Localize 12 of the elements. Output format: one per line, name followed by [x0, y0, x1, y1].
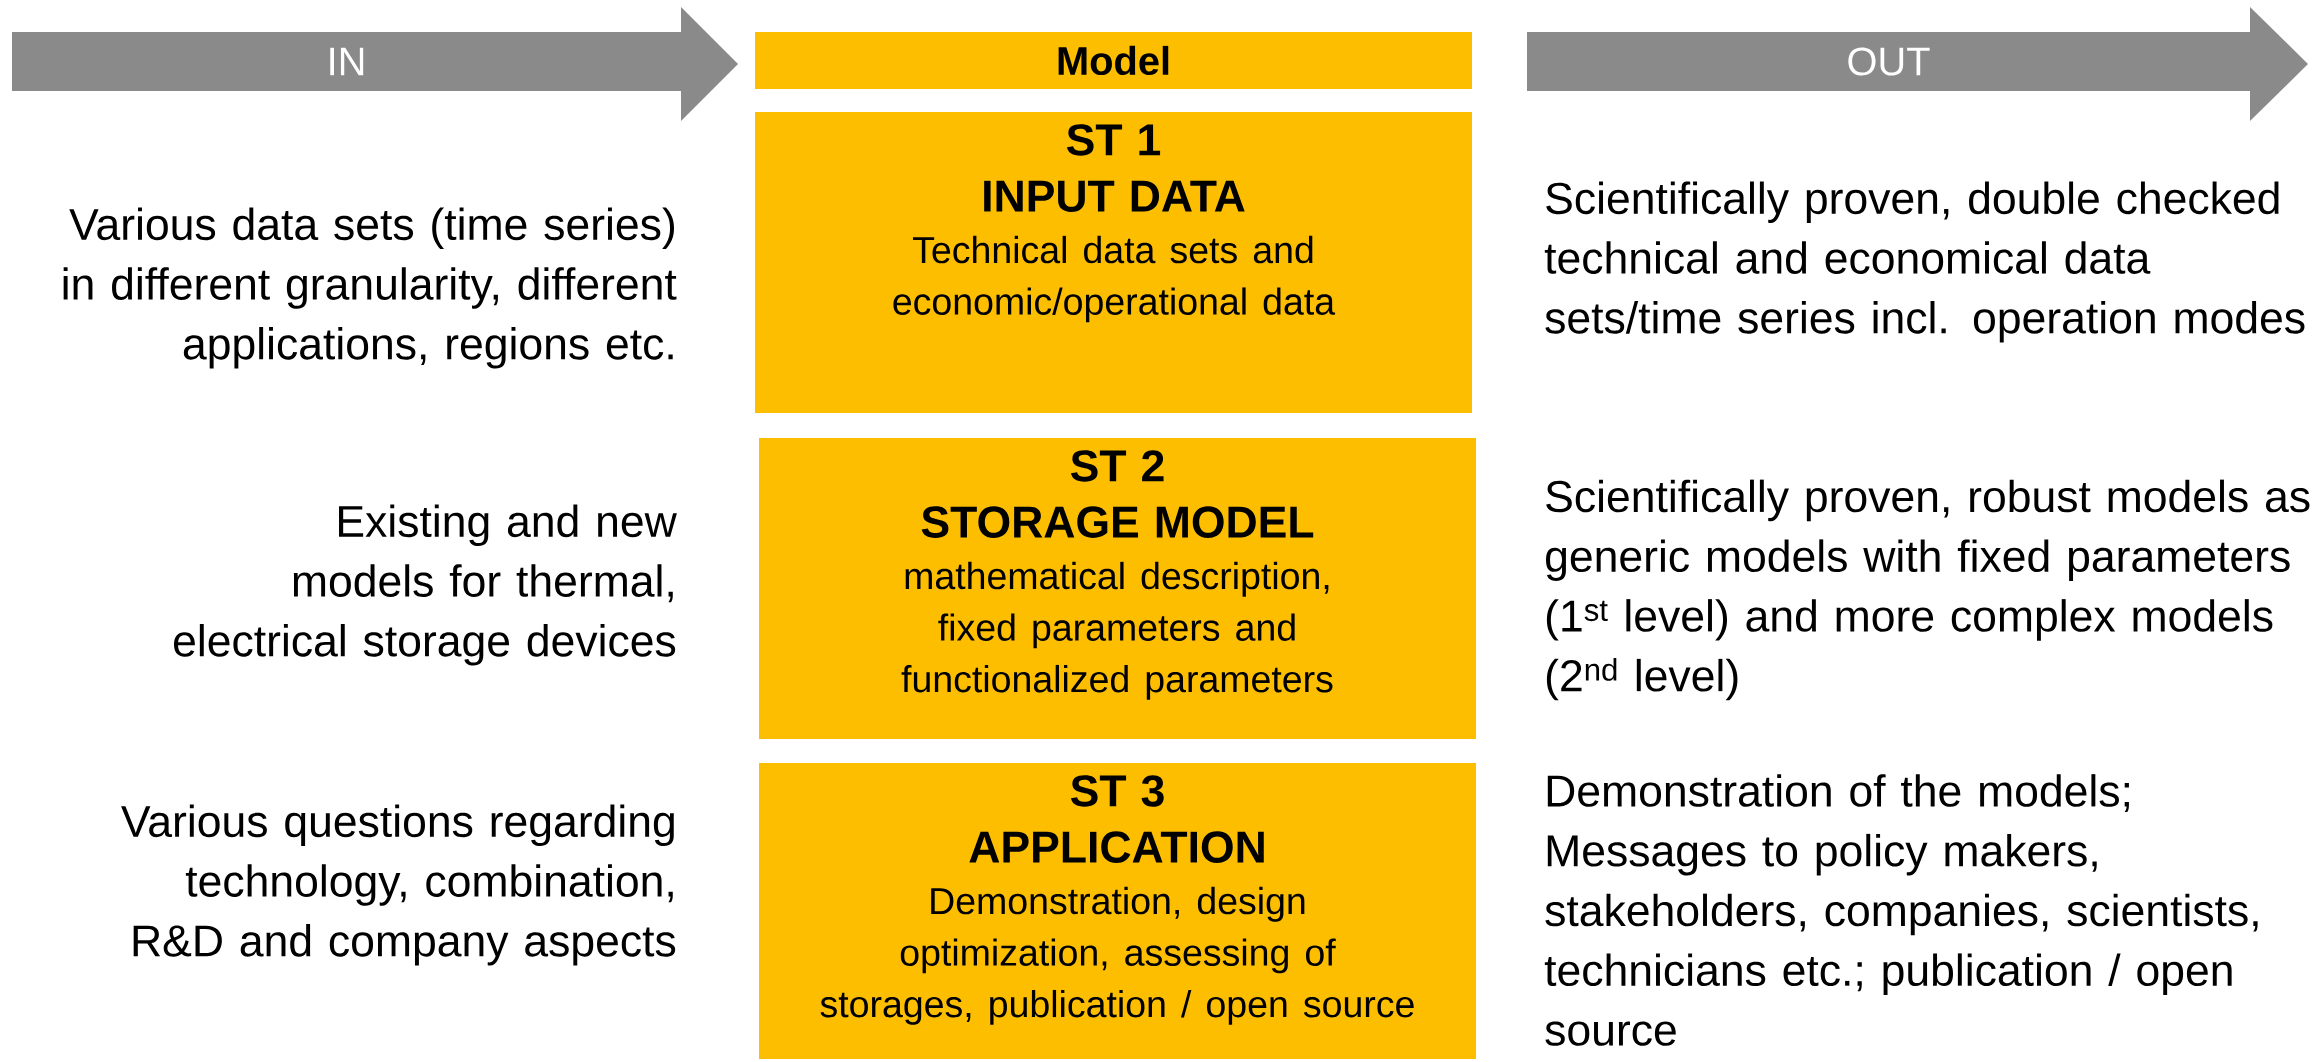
input-description: Existing and new models for thermal, electrical storage devices — [174, 504, 677, 666]
arrow-banner: OUT — [1527, 7, 2308, 121]
stage-box: ST 2 STORAGE MODEL mathematical description, fixed parameters and functionalized parameters — [759, 438, 1476, 739]
output-description: Demonstration of the models; Messages to policy makers, stakeholders, companies, scientists, technicians etc.; publication / open source — [1544, 774, 2258, 1046]
stage-box: ST 3 APPLICATION Demonstration, design optimization, assessing of storages, publication / open source — [759, 763, 1476, 1059]
header-bar: Model — [755, 32, 1472, 89]
output-description: Scientifically proven, robust models as generic models with fixed parameters (1$^{st}$ level) and more complex models (2$^{nd}$ level) — [1546, 479, 2310, 701]
input-description: Various questions regarding technology, combination, R&D and company aspects — [121, 804, 676, 966]
stage-box: ST 1 INPUT DATA Technical data sets and economic/operational data — [755, 112, 1472, 413]
output-description: Scientifically proven, double checked technical and economical data sets/time series incl. operation modes — [1544, 181, 2305, 343]
arrow-banner: IN — [12, 7, 738, 121]
input-description: Various data sets (time series) in different granularity, different applications, regions etc. — [63, 207, 677, 369]
